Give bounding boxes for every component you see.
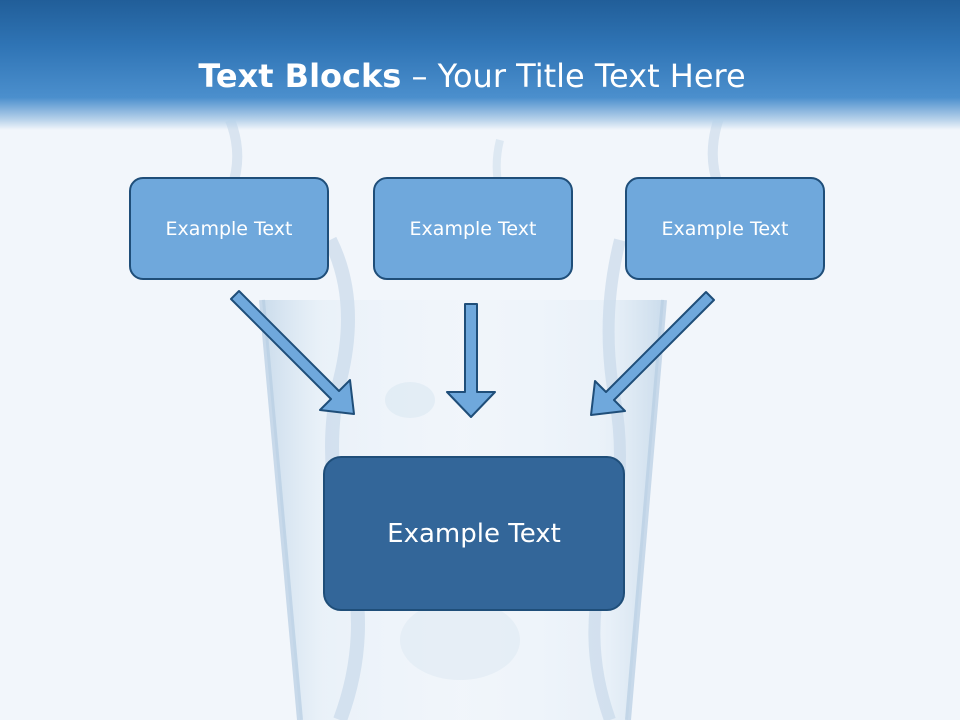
text-block-right[interactable]: Example Text: [625, 177, 825, 280]
slide-title: Text Blocks – Your Title Text Here: [0, 52, 944, 100]
text-block-right-label: Example Text: [661, 217, 789, 240]
title-dash: –: [401, 57, 438, 95]
text-block-center-label: Example Text: [409, 217, 537, 240]
header-band: [0, 0, 960, 130]
title-bold-part: Text Blocks: [198, 57, 402, 95]
text-block-left-label: Example Text: [165, 217, 293, 240]
text-block-center[interactable]: Example Text: [373, 177, 573, 280]
target-text-block-label: Example Text: [387, 518, 561, 549]
text-block-left[interactable]: Example Text: [129, 177, 329, 280]
title-rest: Your Title Text Here: [437, 57, 746, 95]
target-text-block[interactable]: Example Text: [323, 456, 625, 611]
